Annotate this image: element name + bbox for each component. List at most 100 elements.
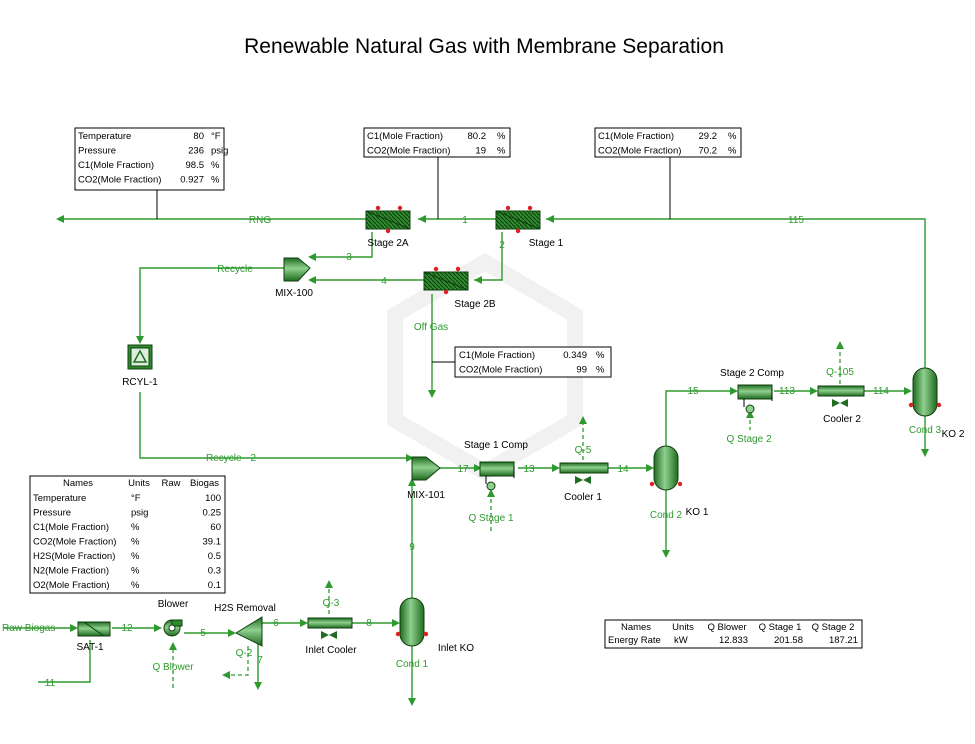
stream-15-label: 15 bbox=[687, 386, 699, 397]
table-cell-name: Temperature bbox=[78, 131, 131, 142]
stream-7-label: 7 bbox=[257, 655, 263, 666]
knockout-drum-ko-1[interactable] bbox=[649, 445, 683, 491]
mix-101-label: MIX-101 bbox=[407, 490, 445, 501]
stream-12-label: 12 bbox=[121, 623, 133, 634]
table-cell-value: 0.3 bbox=[208, 566, 221, 577]
cooler-1-label: Cooler 1 bbox=[564, 492, 602, 503]
stream-9-label: 9 bbox=[409, 542, 415, 553]
table-cell-name: CO2(Mole Fraction) bbox=[33, 537, 116, 548]
table-cell-name: CO2(Mole Fraction) bbox=[459, 365, 542, 376]
recycle-rcyl-1[interactable] bbox=[127, 344, 153, 370]
blower[interactable] bbox=[163, 619, 183, 637]
table-cell-value: 19 bbox=[475, 146, 486, 157]
table-cell-value: 0.1 bbox=[208, 580, 221, 591]
table-header: Names bbox=[63, 478, 93, 489]
table-cell-value: 80.2 bbox=[468, 131, 487, 142]
table-cell-name: CO2(Mole Fraction) bbox=[367, 146, 450, 157]
table-cell-unit: % bbox=[497, 146, 506, 157]
stage-2b-label: Stage 2B bbox=[454, 299, 495, 310]
table-cell-unit: % bbox=[211, 160, 220, 171]
table-header: Q Stage 1 bbox=[759, 622, 802, 633]
table-cell-unit: kW bbox=[674, 635, 688, 646]
q-blower-label: Q Blower bbox=[152, 662, 194, 673]
table-cell-value: 236 bbox=[188, 146, 204, 157]
stream-8-label: 8 bbox=[366, 618, 372, 629]
knockout-drum-ko-2[interactable] bbox=[908, 367, 942, 417]
table-cell-name: C1(Mole Fraction) bbox=[78, 160, 154, 171]
stream-5-label: 5 bbox=[200, 628, 206, 639]
table-cell-value: 12.833 bbox=[719, 635, 748, 646]
compressor-stage-2[interactable] bbox=[737, 384, 773, 414]
inlet-cooler-label: Inlet Cooler bbox=[305, 645, 357, 656]
table-cell-value: 39.1 bbox=[203, 537, 222, 548]
saturator-sat-1[interactable] bbox=[77, 621, 111, 637]
stream-115-label: 115 bbox=[788, 215, 804, 226]
inlet-ko-label: Inlet KO bbox=[438, 643, 474, 654]
stream-1-properties-table: C1(Mole Fraction)80.2%CO2(Mole Fraction)… bbox=[363, 127, 511, 158]
membrane-stage-2b[interactable] bbox=[423, 266, 469, 295]
q-5-label: Q-5 bbox=[575, 445, 592, 456]
stage-1-comp-label: Stage 1 Comp bbox=[464, 440, 528, 451]
mixer-mix-100[interactable] bbox=[283, 257, 311, 282]
stream-13-label: 13 bbox=[523, 464, 535, 475]
cooler-1[interactable] bbox=[559, 462, 609, 484]
table-cell-value: 0.927 bbox=[180, 175, 204, 186]
cooler-2[interactable] bbox=[817, 385, 865, 407]
energy-stream-lines bbox=[169, 341, 844, 688]
table-cell-name: CO2(Mole Fraction) bbox=[598, 146, 681, 157]
table-cell-name: Temperature bbox=[33, 493, 86, 504]
cooler-2-label: Cooler 2 bbox=[823, 414, 861, 425]
table-cell-unit: psig bbox=[131, 508, 148, 519]
table-cell-name: CO2(Mole Fraction) bbox=[78, 175, 161, 186]
table-cell-name: O2(Mole Fraction) bbox=[33, 580, 110, 591]
membrane-stage-1[interactable] bbox=[495, 205, 541, 234]
stage-2-comp-label: Stage 2 Comp bbox=[720, 368, 784, 379]
diagram-title: Renewable Natural Gas with Membrane Sepa… bbox=[244, 35, 724, 58]
table-cell-unit: % bbox=[131, 522, 140, 533]
table-cell-value: 0.25 bbox=[203, 508, 222, 519]
ko-1-label: KO 1 bbox=[686, 507, 709, 518]
rcyl-1-label: RCYL-1 bbox=[122, 377, 158, 388]
h2s-removal-splitter[interactable] bbox=[234, 616, 263, 647]
table-cell-unit: % bbox=[596, 365, 605, 376]
stream-114-label: 114 bbox=[873, 386, 889, 397]
q-stage-1-label: Q Stage 1 bbox=[468, 513, 513, 524]
stage-1-label: Stage 1 bbox=[529, 238, 564, 249]
stream-labels: RNG 1 115 2 3 4 Recycle Off Gas Recycle … bbox=[2, 215, 889, 689]
compressor-stage-1[interactable] bbox=[479, 461, 515, 491]
table-cell-unit: °F bbox=[211, 131, 221, 142]
membrane-stage-2a[interactable] bbox=[365, 205, 411, 234]
table-cell-name: Energy Rate bbox=[608, 635, 661, 646]
blower-label: Blower bbox=[158, 599, 189, 610]
inlet-knockout-drum[interactable] bbox=[395, 597, 429, 647]
stream-113-label: 113 bbox=[779, 386, 795, 397]
table-cell-name: C1(Mole Fraction) bbox=[459, 350, 535, 361]
table-cell-unit: °F bbox=[131, 493, 141, 504]
cond-1-label: Cond 1 bbox=[396, 659, 429, 670]
table-header: Q Stage 2 bbox=[812, 622, 855, 633]
stream-4-label: 4 bbox=[381, 276, 387, 287]
stream-lines bbox=[4, 218, 926, 702]
table-cell-name: C1(Mole Fraction) bbox=[33, 522, 109, 533]
stage-2a-label: Stage 2A bbox=[367, 238, 408, 249]
sat-1-label: SAT-1 bbox=[76, 642, 103, 653]
table-cell-value: 0.5 bbox=[208, 551, 221, 562]
mixer-mix-101[interactable] bbox=[411, 456, 441, 481]
table-header: Units bbox=[672, 622, 694, 633]
stream-raw-biogas-label: Raw Biogas bbox=[2, 623, 55, 634]
table-header: Raw bbox=[161, 478, 180, 489]
table-cell-unit: % bbox=[728, 131, 737, 142]
table-cell-unit: % bbox=[497, 131, 506, 142]
inlet-cooler[interactable] bbox=[307, 617, 353, 639]
table-cell-value: 29.2 bbox=[699, 131, 718, 142]
table-cell-name: Pressure bbox=[78, 146, 116, 157]
mix-100-label: MIX-100 bbox=[275, 288, 313, 299]
table-cell-value: 187.21 bbox=[829, 635, 858, 646]
table-cell-name: C1(Mole Fraction) bbox=[598, 131, 674, 142]
table-header: Units bbox=[128, 478, 150, 489]
q-stage-2-label: Q Stage 2 bbox=[726, 434, 771, 445]
stream-17-label: 17 bbox=[457, 464, 469, 475]
